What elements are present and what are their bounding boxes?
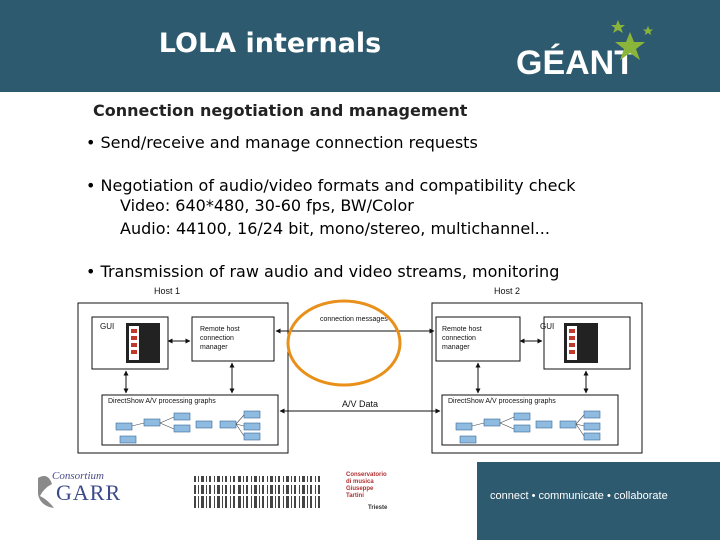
audio-format-line: Audio: 44100, 16/24 bit, mono/stereo, mu… <box>120 219 550 238</box>
star-icon-small <box>611 20 625 33</box>
video-format-line: Video: 640*480, 30-60 fps, BW/Color <box>120 196 414 215</box>
header-band <box>0 0 720 92</box>
bullet-transmission: • Transmission of raw audio and video st… <box>86 262 560 281</box>
host2-label: Host 2 <box>494 286 520 296</box>
star-icon <box>615 32 645 60</box>
geant-logo-text: GÉANT <box>516 44 635 82</box>
slide-title: LOLA internals <box>158 28 382 59</box>
geant-logo: GÉANT <box>516 20 653 82</box>
cons-line3: Giuseppe <box>346 486 374 492</box>
gui-label-2: GUI <box>540 322 554 331</box>
trieste-text: Trieste <box>368 505 388 511</box>
cm1-line2: connection <box>200 335 234 342</box>
graphs-label-2: DirectShow A/V processing graphs <box>448 398 556 405</box>
cm2-line2: connection <box>442 335 476 342</box>
cm2-line3: manager <box>442 344 470 351</box>
star-icon-tiny <box>643 26 653 35</box>
cons-line1: Conservatorio <box>346 472 387 478</box>
host1-label: Host 1 <box>154 286 180 296</box>
connection-manager-2 <box>435 316 521 362</box>
section-subtitle: Connection negotiation and management <box>93 101 468 120</box>
cm1-line3: manager <box>200 344 228 351</box>
connection-messages-label: connection messages <box>320 316 388 323</box>
conservatorio-logo-graphic <box>192 476 322 508</box>
gui-label-1: GUI <box>100 322 114 331</box>
cons-line2: di musica <box>346 479 374 485</box>
bullet-connection-requests: • Send/receive and manage connection req… <box>86 133 478 152</box>
bullet-negotiation: • Negotiation of audio/video formats and… <box>86 176 576 195</box>
cm1-line1: Remote host <box>200 326 240 333</box>
garr-logo <box>38 476 54 508</box>
garr-consortium-text: Consortium <box>52 470 104 482</box>
av-data-label: A/V Data <box>342 399 378 409</box>
cons-line4: Tartini <box>346 493 364 499</box>
architecture-diagram: Host 1 Host 2 GUI Remote host connection m… <box>77 286 643 454</box>
graphs-label-1: DirectShow A/V processing graphs <box>108 398 216 405</box>
garr-name-text: GARR <box>56 480 122 505</box>
footer-band <box>477 462 720 540</box>
cm2-line1: Remote host <box>442 326 482 333</box>
connection-manager-1 <box>191 316 275 362</box>
conservatorio-text: Conservatorio di musica Giuseppe Tartini <box>346 472 387 500</box>
highlight-ellipse <box>286 299 402 387</box>
footer-tagline: connect • communicate • collaborate <box>490 490 668 502</box>
